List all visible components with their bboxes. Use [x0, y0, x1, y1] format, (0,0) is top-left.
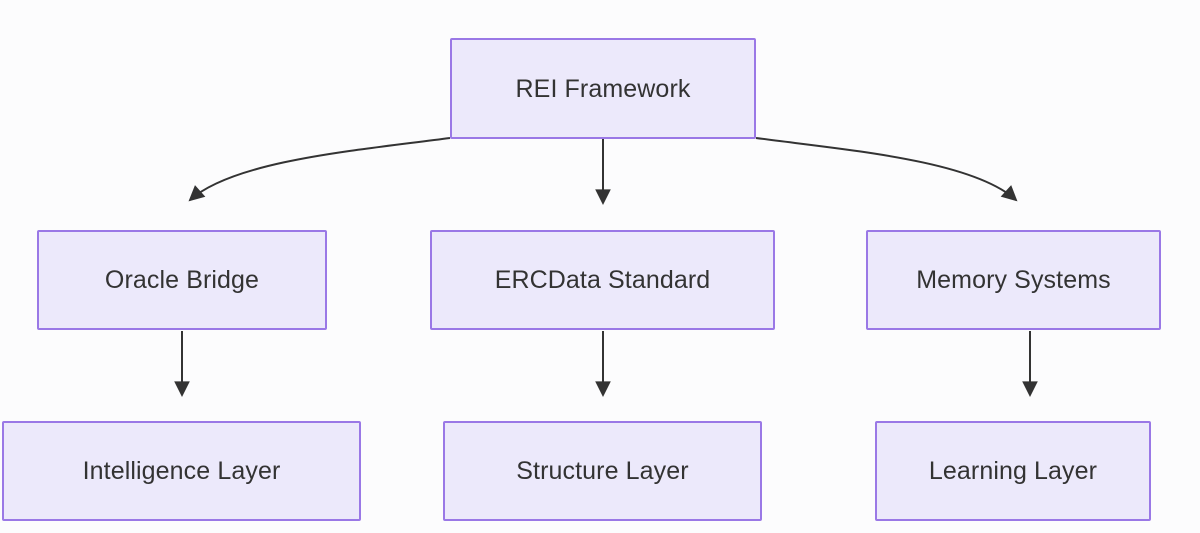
node-oracle-bridge[interactable]: Oracle Bridge — [37, 230, 327, 330]
node-rei-framework[interactable]: REI Framework — [450, 38, 756, 139]
edge-rei-to-oracle — [188, 137, 451, 202]
node-ercdata-standard[interactable]: ERCData Standard — [430, 230, 775, 330]
node-label: Learning Layer — [928, 457, 1098, 485]
node-structure-layer[interactable]: Structure Layer — [443, 421, 762, 521]
node-label: Structure Layer — [516, 457, 689, 485]
node-label: REI Framework — [515, 74, 691, 103]
node-learning-layer[interactable]: Learning Layer — [875, 421, 1151, 521]
node-label: Oracle Bridge — [104, 266, 260, 294]
node-intelligence-layer[interactable]: Intelligence Layer — [2, 421, 361, 521]
node-label: Memory Systems — [916, 266, 1111, 294]
node-memory-systems[interactable]: Memory Systems — [866, 230, 1161, 330]
node-label: ERCData Standard — [494, 266, 711, 294]
node-label: Intelligence Layer — [82, 457, 281, 485]
edge-rei-to-memory — [755, 137, 1018, 202]
